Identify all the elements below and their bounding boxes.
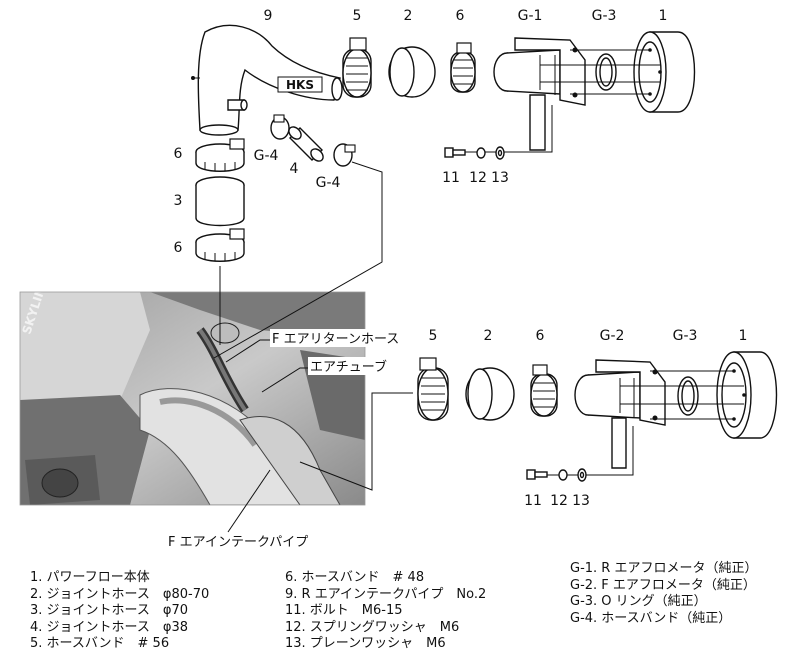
legend-item: 11. ボルト M6-15 (285, 603, 403, 618)
bolt-11-bottom (526, 469, 548, 480)
legend-item: G-1. R エアフロメータ（純正） (570, 561, 758, 576)
label-6-left-upper: 6 (174, 146, 183, 162)
bolt-11-top (444, 147, 466, 158)
legend-item: G-3. O リング（純正） (570, 594, 707, 609)
legend-column-3: G-1. R エアフロメータ（純正） G-2. F エアフロメータ（純正） G-… (570, 561, 757, 627)
air-flow-meter-g2 (574, 359, 666, 469)
legend-column-2: 6. ホースバンド # 48 9. R エアインテークパイプ No.2 11. … (285, 570, 486, 653)
hose-band-48-top (450, 42, 476, 93)
air-flow-meter-g1 (493, 37, 586, 151)
legend-item: 6. ホースバンド # 48 (285, 570, 425, 585)
hose-band-56-bottom (417, 357, 449, 421)
label-5-top: 5 (353, 8, 362, 24)
hose-band-56-top (342, 37, 372, 98)
hks-logo-text: HKS (286, 78, 314, 92)
hose-band-g4-lower (333, 143, 356, 167)
hose-band-48-bottom (530, 364, 558, 417)
legend-column-1: 1. パワーフロー本体 2. ジョイントホース φ80-70 3. ジョイントホ… (30, 570, 209, 653)
legend-item: G-2. F エアフロメータ（純正） (570, 577, 756, 593)
legend-item: 3. ジョイントホース φ70 (30, 603, 189, 618)
callout-f-air-intake-pipe: F エアインテークパイプ (168, 535, 308, 550)
spring-washer-12-top (476, 147, 486, 159)
label-g2: G-2 (600, 328, 625, 344)
legend-item: 9. R エアインテークパイプ No.2 (285, 586, 487, 602)
label-6-left-lower: 6 (174, 240, 183, 256)
spring-washer-12-bottom (558, 469, 568, 481)
label-4: 4 (290, 161, 299, 177)
label-2-top: 2 (404, 8, 413, 24)
hose-band-48-left-upper (195, 138, 245, 172)
plain-washer-13-top (495, 146, 505, 160)
label-3: 3 (174, 193, 183, 209)
label-13-bottom: 13 (572, 493, 590, 509)
legend-item: 2. ジョイントホース φ80-70 (30, 586, 210, 602)
label-g3-bottom: G-3 (673, 328, 698, 344)
plain-washer-13-bottom (577, 468, 587, 482)
label-g1: G-1 (518, 8, 543, 24)
label-2-bottom: 2 (484, 328, 493, 344)
legend-item: G-4. ホースバンド（純正） (570, 610, 732, 626)
power-flow-body-top (633, 31, 696, 113)
legend-item: 13. プレーンワッシャ M6 (285, 636, 446, 651)
o-ring-g3-bottom (677, 376, 699, 416)
callout-f-air-return-hose: F エアリターンホース (272, 332, 399, 347)
joint-hose-80-70-top (388, 46, 436, 98)
label-13-top: 13 (491, 170, 509, 186)
label-12-top: 12 (469, 170, 487, 186)
label-12-bottom: 12 (550, 493, 568, 509)
joint-hose-70-left (195, 176, 245, 227)
legend-item: 12. スプリングワッシャ M6 (285, 619, 460, 635)
legend-item: 5. ホースバンド # 56 (30, 636, 170, 651)
legend-item: 1. パワーフロー本体 (30, 570, 150, 585)
label-11-top: 11 (442, 170, 460, 186)
hks-logo: HKS (277, 76, 323, 93)
label-11-bottom: 11 (524, 493, 542, 509)
intake-pipe-no2: HKS (191, 24, 343, 136)
label-1-bottom: 1 (739, 328, 748, 344)
label-g4-left: G-4 (254, 148, 279, 164)
label-g3-top: G-3 (592, 8, 617, 24)
label-6-top: 6 (456, 8, 465, 24)
legend-item: 4. ジョイントホース φ38 (30, 619, 189, 635)
label-g4-right: G-4 (316, 175, 341, 191)
label-1-top: 1 (659, 8, 668, 24)
hose-band-48-left-lower (195, 228, 245, 262)
label-5-bottom: 5 (429, 328, 438, 344)
joint-hose-80-70-bottom (465, 367, 515, 421)
label-9: 9 (264, 8, 273, 24)
power-flow-body-bottom (716, 351, 778, 439)
callout-air-tube: エアチューブ (310, 359, 387, 375)
o-ring-g3-top (595, 53, 617, 91)
hose-band-g4-upper (270, 114, 290, 140)
joint-hose-38 (288, 126, 324, 162)
label-6-bottom: 6 (536, 328, 545, 344)
